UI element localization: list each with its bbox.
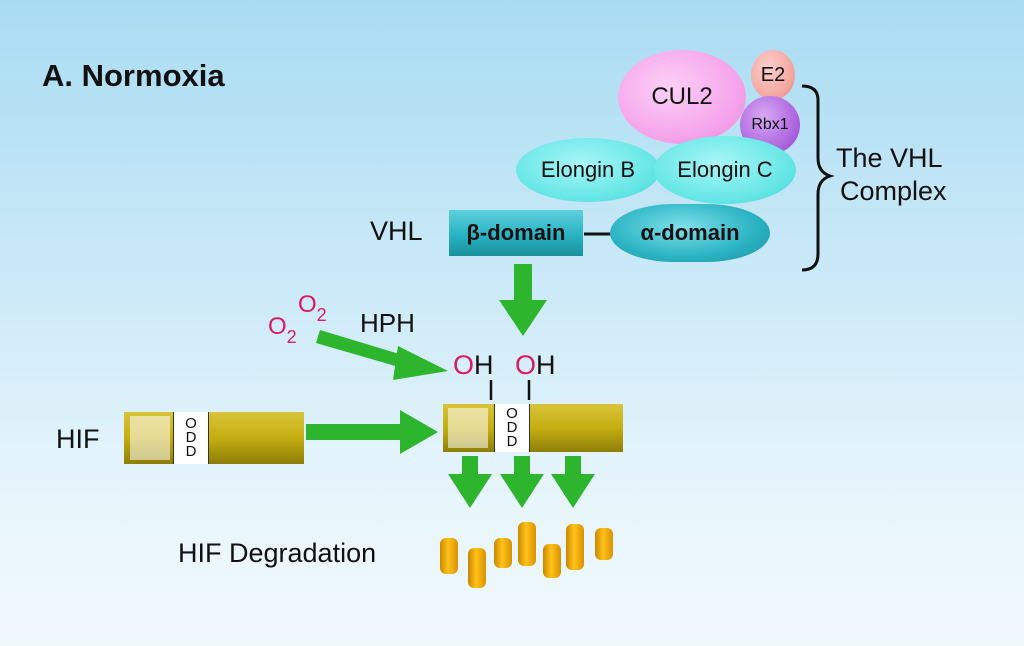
beta-domain: β-domain xyxy=(449,210,583,256)
degradation-arrow-3 xyxy=(551,456,595,508)
rbx1-label: Rbx1 xyxy=(751,116,789,133)
oxygen-upper-subscript: 2 xyxy=(316,305,327,325)
alpha-domain-label: α-domain xyxy=(640,220,740,245)
elongin-c-protein: Elongin C xyxy=(654,136,796,204)
hydroxyl-2-h: H xyxy=(536,350,556,380)
degradation-arrow-2 xyxy=(500,456,544,508)
hif-bar-highlight xyxy=(130,416,170,460)
hph-label: HPH xyxy=(360,308,415,338)
elongin-b-protein: Elongin B xyxy=(516,138,660,202)
cul2-protein: CUL2 xyxy=(618,50,746,144)
fragment xyxy=(440,538,458,574)
oxygen-upper-o: O xyxy=(298,291,317,318)
odd-letter: D xyxy=(506,433,518,450)
vhl-complex-label-line1: The VHL xyxy=(836,143,943,173)
hydroxyl-1-h: H xyxy=(474,350,494,380)
fragment xyxy=(468,548,486,588)
hydroxyl-2-o: O xyxy=(515,350,537,380)
cul2-label: CUL2 xyxy=(651,83,713,110)
vhl-down-arrow xyxy=(499,264,547,336)
oxygen-upper: O2 xyxy=(298,291,327,325)
oxygen-lower: O2 xyxy=(268,313,297,347)
odd-letter: D xyxy=(185,443,197,460)
hydroxyl-2: OH xyxy=(515,350,556,381)
fragment xyxy=(518,522,536,566)
oxygen-lower-o: O xyxy=(268,313,287,340)
fragment xyxy=(494,538,512,568)
fragment xyxy=(543,544,561,578)
vhl-label: VHL xyxy=(370,216,423,246)
beta-domain-label: β-domain xyxy=(466,220,566,245)
odd-letter: O xyxy=(185,415,197,432)
vhl-complex-bracket xyxy=(801,84,835,272)
oxygen-lower-subscript: 2 xyxy=(286,327,297,347)
fragment xyxy=(566,524,584,570)
hif-odd-domain: O D D xyxy=(173,412,209,464)
hydroxylated-hif-odd-domain: O D D xyxy=(494,404,530,452)
hydroxyl-1-o: O xyxy=(453,350,475,380)
hif-degradation-label: HIF Degradation xyxy=(178,538,377,568)
hif-label: HIF xyxy=(56,424,100,454)
odd-letter: D xyxy=(506,419,518,436)
alpha-domain: α-domain xyxy=(610,204,770,262)
elongin-b-label: Elongin B xyxy=(540,157,636,182)
odd-letter: D xyxy=(185,429,197,446)
degradation-arrow-1 xyxy=(448,456,492,508)
fragment xyxy=(595,528,613,560)
hydroxylated-hif-bar-highlight xyxy=(448,408,488,448)
vhl-complex-label-line2: Complex xyxy=(840,176,947,206)
hydroxyl-1: OH xyxy=(453,350,494,381)
e2-protein: E2 xyxy=(751,50,795,100)
hif-arrow xyxy=(306,410,438,454)
oxygen-arrow xyxy=(316,330,448,380)
e2-label: E2 xyxy=(760,63,786,86)
panel-title: A. Normoxia xyxy=(42,58,225,93)
odd-letter: O xyxy=(506,405,518,422)
elongin-c-label: Elongin C xyxy=(677,157,773,182)
